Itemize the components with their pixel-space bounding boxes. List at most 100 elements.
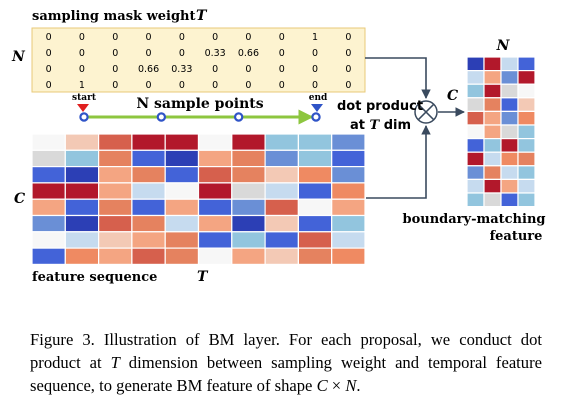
sample-point: [79, 112, 89, 122]
feature-cell: [64, 133, 100, 151]
feature-cell: [264, 214, 300, 233]
output-row-label-c: C: [447, 88, 458, 104]
output-label-line2: feature: [490, 229, 543, 244]
feature-cell: [331, 133, 366, 151]
feature-cell: [97, 247, 133, 266]
mask-cell: 0: [46, 64, 52, 75]
end-label: end: [309, 93, 328, 103]
mask-cell: 0: [79, 32, 85, 43]
mask-cell: 0.66: [138, 64, 159, 75]
bm-feature-cell: [483, 69, 502, 85]
bm-feature-cell: [483, 56, 502, 72]
mask-cell: 0.33: [171, 64, 192, 75]
bm-feature-grid: [466, 56, 536, 208]
bm-feature-cell: [517, 192, 536, 208]
feature-cell: [97, 198, 133, 217]
feature-cell: [131, 182, 166, 200]
feature-cell: [64, 182, 100, 200]
mask-cell: 0: [112, 80, 118, 91]
feature-cell: [131, 133, 166, 151]
sample-point: [311, 112, 321, 122]
mask-cell: 0: [279, 64, 285, 75]
mask-cell: 1: [79, 80, 85, 91]
feature-cell: [131, 247, 166, 266]
feature-cell: [231, 133, 266, 151]
mask-cell: 0: [112, 64, 118, 75]
mask-cell: 0: [146, 80, 152, 91]
end-marker: [311, 104, 323, 112]
sample-points-label: N sample points: [136, 96, 263, 112]
feature-cell: [231, 149, 266, 168]
mask-row-label-n: N: [11, 49, 26, 65]
bm-feature-cell: [517, 83, 536, 99]
feature-cell: [131, 166, 166, 184]
feature-cell: [264, 198, 300, 217]
dot-product-operator-icon: [414, 100, 438, 124]
feature-cell: [331, 166, 366, 184]
feature-cell: [64, 247, 100, 266]
feature-cell: [331, 182, 366, 200]
bm-feature-cell: [500, 69, 519, 85]
mask-cell: 0: [345, 32, 351, 43]
mask-cell: 0: [279, 48, 285, 59]
bm-feature-cell: [466, 165, 485, 181]
mask-cell: 0: [312, 80, 318, 91]
feature-cell: [197, 182, 233, 200]
dot-product-label: dot product: [337, 99, 423, 114]
feature-cell: [297, 133, 333, 151]
feature-cell: [164, 149, 200, 168]
feature-cell: [31, 166, 66, 184]
bm-feature-cell: [517, 138, 536, 153]
mask-cell: 0: [312, 48, 318, 59]
feature-cell: [97, 182, 133, 200]
feature-cell: [64, 231, 100, 249]
bm-feature-cell: [483, 83, 502, 99]
feature-cell: [164, 231, 200, 249]
bm-feature-cell: [500, 165, 519, 181]
mask-cell: 0: [46, 48, 52, 59]
feature-cell: [164, 247, 200, 266]
feature-cell: [131, 198, 166, 217]
feature-cell: [164, 182, 200, 200]
bm-feature-cell: [466, 56, 485, 72]
bm-feature-cell: [500, 83, 519, 99]
feature-row-label-c: C: [14, 191, 25, 207]
mask-cell: 0: [112, 48, 118, 59]
feature-cell: [131, 214, 166, 233]
mask-cell: 0: [279, 32, 285, 43]
feature-cell: [31, 214, 66, 233]
feature-cell: [231, 214, 266, 233]
feature-cell: [31, 182, 66, 200]
feature-cell: [164, 214, 200, 233]
mask-cell: 0: [79, 48, 85, 59]
feature-cell: [331, 149, 366, 168]
mask-cell: 0: [212, 80, 218, 91]
bm-feature-cell: [483, 97, 502, 113]
bm-feature-cell: [466, 83, 485, 99]
feature-cell: [231, 166, 266, 184]
bm-feature-cell: [483, 138, 502, 153]
feature-cell: [231, 247, 266, 266]
feature-sequence-grid: [31, 133, 366, 266]
feature-cell: [31, 198, 66, 217]
feature-to-product-connector: [366, 125, 431, 199]
bm-feature-cell: [466, 110, 485, 126]
bm-feature-cell: [483, 178, 502, 194]
mask-cell: 1: [312, 32, 318, 43]
feature-cell: [297, 182, 333, 200]
bm-feature-cell: [500, 110, 519, 126]
bm-feature-cell: [466, 124, 485, 140]
feature-cell: [197, 214, 233, 233]
feature-cell: [64, 166, 100, 184]
bm-feature-cell: [500, 97, 519, 113]
feature-cell: [64, 149, 100, 168]
mask-cell: 0: [279, 80, 285, 91]
bm-feature-cell: [517, 69, 536, 85]
feature-cell: [297, 149, 333, 168]
feature-cell: [64, 198, 100, 217]
bm-feature-cell: [483, 151, 502, 167]
feature-cell: [197, 166, 233, 184]
bm-feature-cell: [466, 151, 485, 167]
bm-feature-cell: [500, 124, 519, 140]
bm-feature-cell: [483, 192, 502, 208]
